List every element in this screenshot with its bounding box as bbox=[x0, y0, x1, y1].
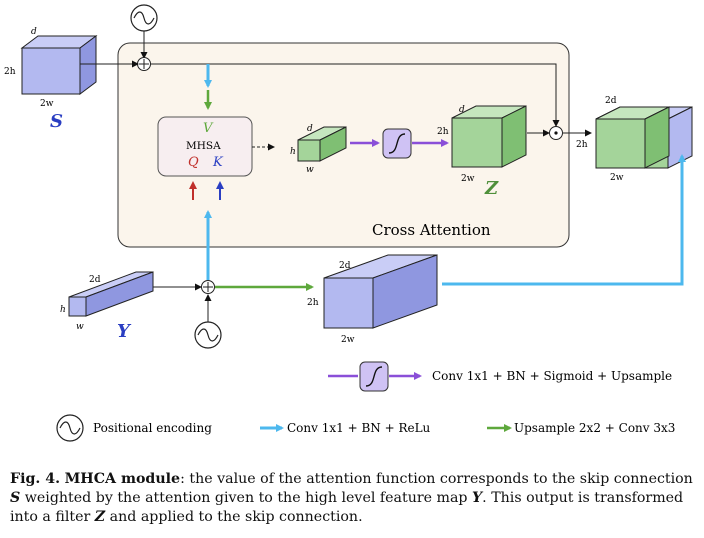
legend-upsample-label: Upsample 2x2 + Conv 3x3 bbox=[514, 421, 675, 435]
small-height-label: h bbox=[290, 147, 296, 157]
q-label: Q bbox=[188, 155, 199, 170]
z-block bbox=[451, 105, 527, 168]
up-width-label: 2w bbox=[341, 335, 355, 345]
up-depth-label: 2d bbox=[339, 261, 351, 271]
legend-positional-label: Positional encoding bbox=[93, 421, 212, 435]
caption-z: Z bbox=[94, 509, 106, 525]
out-depth-label: 2d bbox=[605, 96, 617, 106]
legend-conv-relu-label: Conv 1x1 + BN + ReLu bbox=[287, 421, 431, 435]
y-height-label: h bbox=[60, 305, 66, 315]
upsampled-y-block bbox=[323, 254, 438, 329]
z-depth-label: d bbox=[459, 105, 465, 115]
y-symbol: Y bbox=[117, 321, 132, 342]
output-block bbox=[595, 106, 693, 169]
y-depth-label: 2d bbox=[89, 275, 101, 285]
caption-text-2: weighted by the attention given to the h… bbox=[20, 490, 473, 506]
s-symbol: S bbox=[50, 111, 63, 132]
attention-output-block bbox=[297, 126, 347, 162]
caption-text-4: and applied to the skip connection. bbox=[105, 509, 363, 525]
caption-title: MHCA module bbox=[64, 471, 181, 487]
mhsa-label: MHSA bbox=[186, 140, 221, 152]
s-depth-label: d bbox=[31, 27, 37, 37]
small-width-label: w bbox=[306, 165, 314, 175]
legend-sigmoid-label: Conv 1x1 + BN + Sigmoid + Upsample bbox=[432, 369, 672, 383]
s-block bbox=[20, 35, 98, 95]
up-height-label: 2h bbox=[307, 298, 319, 308]
s-width-label: 2w bbox=[40, 99, 54, 109]
s-height-label: 2h bbox=[4, 67, 16, 77]
z-height-label: 2h bbox=[437, 127, 449, 137]
figure-caption: Fig. 4. MHCA module: the value of the at… bbox=[10, 470, 700, 527]
y-block bbox=[68, 271, 154, 317]
z-symbol: Z bbox=[484, 178, 499, 199]
small-depth-label: d bbox=[307, 124, 313, 134]
caption-s: S bbox=[10, 490, 21, 506]
out-width-label: 2w bbox=[610, 173, 624, 183]
out-height-label: 2h bbox=[576, 140, 588, 150]
caption-text-1: : the value of the attention function co… bbox=[180, 471, 693, 487]
z-width-label: 2w bbox=[461, 174, 475, 184]
y-width-label: w bbox=[76, 322, 84, 332]
caption-text-3: . This output is transformed into a filt… bbox=[10, 490, 684, 525]
v-label: V bbox=[203, 121, 214, 136]
mhca-diagram: Cross Attention d 2h 2w S V MHSA Q K d h… bbox=[4, 4, 693, 442]
caption-y: Y bbox=[472, 490, 483, 506]
caption-fig-number: Fig. 4. bbox=[10, 471, 61, 487]
cross-attention-label: Cross Attention bbox=[372, 221, 491, 239]
k-label: K bbox=[212, 155, 224, 170]
